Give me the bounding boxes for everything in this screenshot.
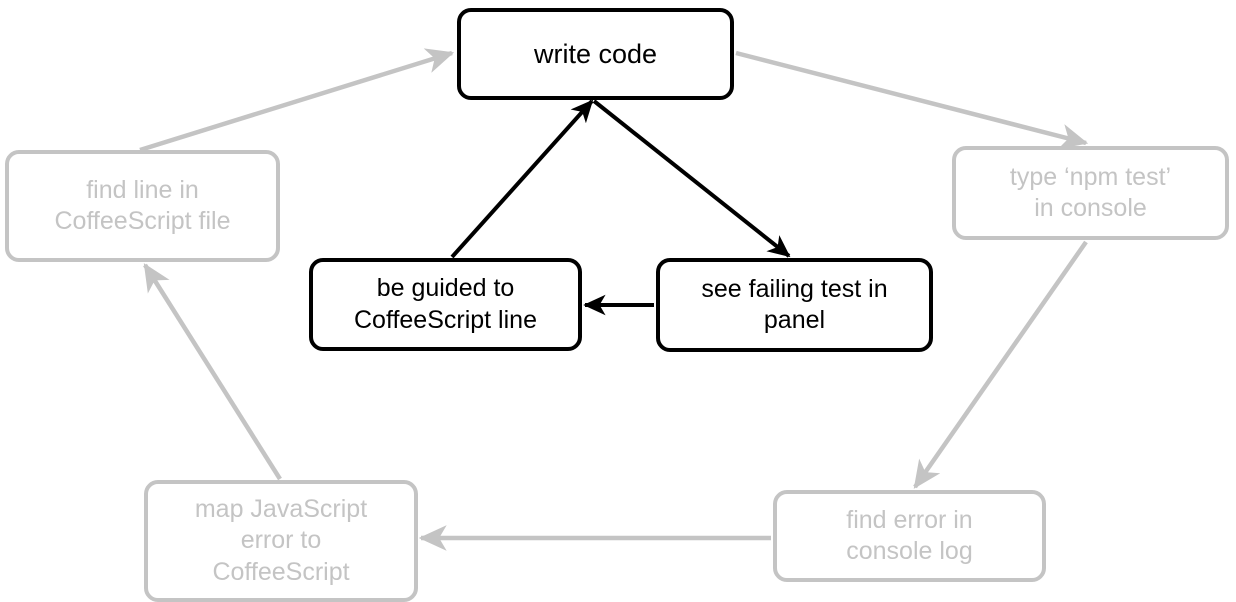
node-label: map JavaScript error to CoffeeScript [194,494,368,586]
node-label: find line in CoffeeScript file [54,175,231,236]
node-label: find error in console log [846,505,973,566]
node-type-npm-test-in-console[interactable]: type ‘npm test’ in console [952,146,1229,240]
node-label: type ‘npm test’ in console [1009,162,1172,223]
node-label: be guided to CoffeeScript line [354,274,537,334]
edge-beguided-to-writecode [450,99,594,259]
node-see-failing-test-in-panel[interactable]: see failing test in panel [656,258,933,352]
edge-findline-to-writecode [139,48,455,153]
edge-typenpmtest-to-finderror [913,240,1088,489]
node-label: write code [533,38,658,69]
node-be-guided-to-coffeescript-line[interactable]: be guided to CoffeeScript line [309,258,582,351]
node-write-code[interactable]: write code [457,8,734,100]
node-find-error-in-console-log[interactable]: find error in console log [773,490,1046,582]
edge-writecode-to-typenpmtest [735,50,1089,150]
node-find-line-in-coffeescript-file[interactable]: find line in CoffeeScript file [5,150,280,262]
edge-writecode-to-seefailing [592,99,791,258]
node-map-javascript-error-to-coffeescript[interactable]: map JavaScript error to CoffeeScript [144,480,418,602]
node-label: see failing test in panel [701,274,888,335]
edge-maperror-to-findline [143,263,282,481]
